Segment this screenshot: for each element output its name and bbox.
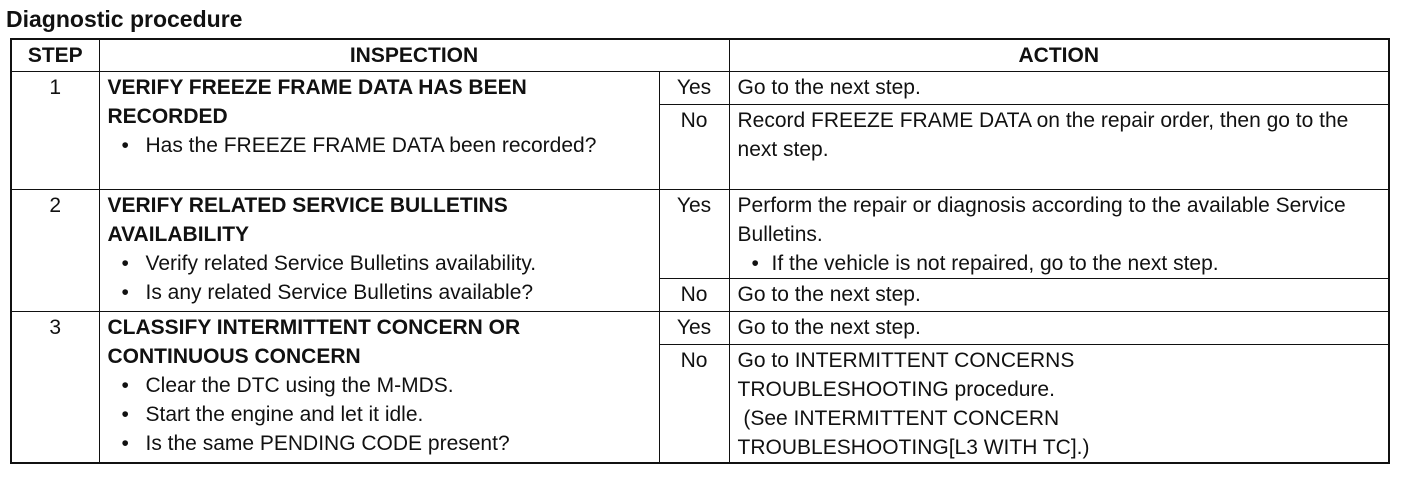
inspection-bullet: Is any related Service Bulletins availab… [108,278,651,307]
header-row: STEP INSPECTION ACTION [10,38,1390,72]
inspection-bullet: Start the engine and let it idle. [108,400,651,429]
step-2-no-row: No Go to the next step. [11,278,1390,312]
header-step: STEP [10,38,100,72]
step-inspection: CLASSIFY INTERMITTENT CONCERN OR CONTINU… [98,311,660,464]
yes-action: Perform the repair or diagnosis accordin… [728,189,1390,279]
diagnostic-table: STEP INSPECTION ACTION 1 VERIFY FREEZE F… [10,38,1391,464]
no-action-line: TROUBLESHOOTING[L3 WITH TC].) [737,436,1090,459]
step-inspection: VERIFY FREEZE FRAME DATA HAS BEEN RECORD… [98,71,660,190]
step-2-yes-row: 2 VERIFY RELATED SERVICE BULLETINS AVAIL… [10,189,1390,312]
no-action: Record FREEZE FRAME DATA on the repair o… [728,104,1390,190]
yes-action-text: Perform the repair or diagnosis accordin… [737,194,1346,246]
inspection-bullet: Has the FREEZE FRAME DATA been recorded? [108,131,651,160]
no-action-line: (See INTERMITTENT CONCERN [737,407,1060,430]
header-inspection: INSPECTION [98,38,730,72]
inspection-title: VERIFY FREEZE FRAME DATA HAS BEEN RECORD… [107,76,527,128]
inspection-bullet: Clear the DTC using the M-MDS. [108,371,651,400]
action-bullet: If the vehicle is not repaired, go to th… [738,249,1381,278]
inspection-bullet: Verify related Service Bulletins availab… [108,249,651,278]
no-action-line: TROUBLESHOOTING procedure. [737,378,1055,401]
no-action: Go to INTERMITTENT CONCERNS TROUBLESHOOT… [728,344,1390,464]
yes-label: Yes [658,189,730,279]
yes-label: Yes [658,71,730,105]
step-1-yes-row: 1 VERIFY FREEZE FRAME DATA HAS BEEN RECO… [10,71,1390,190]
inspection-title: VERIFY RELATED SERVICE BULLETINS AVAILAB… [107,194,508,246]
step-3-yes-row: 3 CLASSIFY INTERMITTENT CONCERN OR CONTI… [10,311,1390,464]
no-label: No [658,104,730,190]
yes-label: Yes [658,311,730,345]
no-label: No [658,278,730,312]
header-action: ACTION [728,38,1390,72]
no-action-line: Go to INTERMITTENT CONCERNS [737,349,1075,372]
step-number: 1 [10,71,100,190]
no-label: No [658,344,730,464]
inspection-bullet: Is the same PENDING CODE present? [108,429,651,458]
yes-action: Go to the next step. [728,311,1390,345]
step-3-no-row: No Go to INTERMITTENT CONCERNS TROUBLESH… [11,344,1390,464]
step-inspection: VERIFY RELATED SERVICE BULLETINS AVAILAB… [98,189,660,312]
step-number: 2 [10,189,100,312]
inspection-title: CLASSIFY INTERMITTENT CONCERN OR CONTINU… [107,316,521,368]
step-number: 3 [10,311,100,464]
step-1-no-row: No Record FREEZE FRAME DATA on the repai… [11,104,1390,190]
yes-action: Go to the next step. [728,71,1390,105]
no-action: Go to the next step. [728,278,1390,312]
page-title: Diagnostic procedure [6,6,243,32]
